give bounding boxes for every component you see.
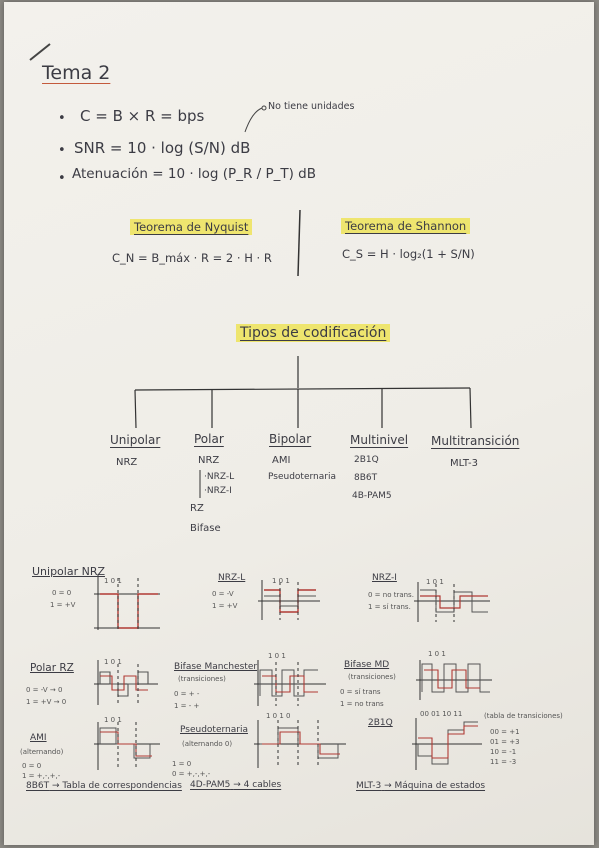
- 2b1q-sub: (tabla de transiciones): [484, 712, 563, 720]
- manchester-sub: (transiciones): [178, 675, 226, 683]
- nrzl-title: NRZ-L: [218, 573, 246, 583]
- unipolar-legend-0: 0 = 0: [52, 589, 72, 597]
- bottom-note-8b6t: 8B6T → Tabla de correspondencias: [26, 781, 182, 791]
- bifasemd-legend-1: 1 = no trans: [340, 700, 384, 708]
- category-multitransicion: Multitransición: [431, 434, 520, 448]
- nrz-i-diagram: [414, 582, 490, 622]
- pseudo-sub: (alternando 0): [182, 740, 233, 748]
- unipolar-example-title: Unipolar NRZ: [32, 565, 106, 578]
- category-polar: Polar: [194, 432, 224, 446]
- bifasemd-title: Bifase MD: [344, 660, 390, 670]
- pseudo-legend-0: 1 = 0: [172, 760, 192, 768]
- nrzi-title: NRZ-I: [372, 573, 397, 583]
- multitransicion-item-0: MLT-3: [450, 458, 478, 469]
- bifase-md-diagram: [416, 660, 492, 700]
- bipolar-item-1: Pseudoternaria: [268, 472, 336, 482]
- polarrz-title: Polar RZ: [30, 662, 74, 674]
- bifasemd-legend-0: 0 = sí trans: [340, 688, 381, 696]
- notebook-page: [4, 2, 594, 845]
- polarrz-bits: 1 0 1: [104, 658, 122, 666]
- ami-diagram: [94, 722, 160, 770]
- nrzl-bits: 1 0 1: [272, 577, 290, 585]
- formula-capacity: C = B × R = bps: [80, 107, 205, 125]
- 2b1q-legend-3: 11 = -3: [490, 758, 517, 766]
- ami-sub: (alternando): [20, 748, 64, 756]
- polar-item-4: Bifase: [190, 523, 221, 534]
- 2b1q-diagram: [412, 718, 482, 770]
- manchester-diagram: [254, 660, 326, 706]
- bottom-note-4dpam5: 4D-PAM5 → 4 cables: [190, 780, 282, 790]
- multinivel-item-0: 2B1Q: [354, 455, 379, 465]
- nrzl-legend-1: 1 = +V: [212, 602, 238, 610]
- 2b1q-title: 2B1Q: [368, 718, 393, 728]
- formula-snr: SNR = 10 · log (S/N) dB: [74, 139, 251, 157]
- nrzi-legend-0: 0 = no trans.: [368, 591, 414, 599]
- nrz-l-diagram: [258, 580, 320, 620]
- multinivel-item-2: 4B-PAM5: [352, 491, 392, 501]
- bullet-1: •: [58, 111, 66, 126]
- unipolar-item-0: NRZ: [116, 457, 138, 468]
- 2b1q-bits: 00 01 10 11: [420, 710, 463, 718]
- polarrz-legend-1: 1 = +V → 0: [26, 698, 67, 706]
- pseudo-bits: 1 0 1 0: [266, 712, 291, 720]
- category-bipolar: Bipolar: [269, 432, 312, 446]
- multinivel-item-1: 8B6T: [354, 473, 378, 483]
- manchester-title: Bifase Manchester: [174, 662, 258, 672]
- formula-note: No tiene unidades: [268, 101, 355, 112]
- polar-item-0: NRZ: [198, 455, 220, 466]
- bifasemd-bits: 1 0 1: [428, 650, 446, 658]
- polar-item-3: RZ: [190, 503, 204, 514]
- shannon-formula: C_S = H · log₂(1 + S/N): [342, 247, 475, 261]
- unipolar-legend-1: 1 = +V: [50, 601, 76, 609]
- bifasemd-sub: (transiciones): [348, 673, 396, 681]
- pseudoternaria-diagram: [254, 720, 346, 768]
- unipolar-bits: 1 0 1: [104, 577, 122, 585]
- nyquist-formula: C_N = B_máx · R = 2 · H · R: [112, 251, 272, 265]
- ami-bits: 1 0 1: [104, 716, 122, 724]
- 2b1q-legend-0: 00 = +1: [490, 728, 520, 736]
- manchester-legend-0: 0 = + -: [174, 690, 200, 698]
- nrzl-legend-0: 0 = -V: [212, 590, 234, 598]
- polar-rz-diagram: [94, 660, 158, 705]
- coding-heading: Tipos de codificación: [236, 324, 391, 342]
- ami-legend-0: 0 = 0: [22, 762, 42, 770]
- pseudo-legend-1: 0 = +,-,+,-: [172, 770, 211, 778]
- page-title: Tema 2: [42, 62, 111, 84]
- bottom-note-mlt3: MLT-3 → Máquina de estados: [356, 781, 486, 791]
- nyquist-heading: Teorema de Nyquist: [130, 219, 253, 235]
- category-unipolar: Unipolar: [110, 433, 161, 447]
- pseudo-title: Pseudoternaria: [180, 725, 248, 735]
- polar-item-2: ·NRZ-I: [204, 486, 232, 496]
- bipolar-item-0: AMI: [272, 455, 291, 466]
- 2b1q-legend-2: 10 = -1: [490, 748, 517, 756]
- bullet-3: •: [58, 171, 66, 186]
- polarrz-legend-0: 0 = -V → 0: [26, 686, 63, 694]
- unipolar-nrz-diagram: [94, 574, 160, 632]
- shannon-heading: Teorema de Shannon: [341, 218, 471, 234]
- nrzi-bits: 1 0 1: [426, 578, 444, 586]
- formula-atenuacion: Atenuación = 10 · log (P_R / P_T) dB: [72, 166, 316, 182]
- nrzi-legend-1: 1 = sí trans.: [368, 603, 411, 611]
- category-multinivel: Multinivel: [350, 433, 409, 447]
- bullet-2: •: [58, 143, 66, 158]
- manchester-legend-1: 1 = - +: [174, 702, 200, 710]
- ami-title: AMI: [30, 733, 47, 743]
- ami-legend-1: 1 = +,-,+,-: [22, 772, 61, 780]
- 2b1q-legend-1: 01 = +3: [490, 738, 520, 746]
- manchester-bits: 1 0 1: [268, 652, 286, 660]
- polar-item-1: ·NRZ-L: [204, 472, 235, 482]
